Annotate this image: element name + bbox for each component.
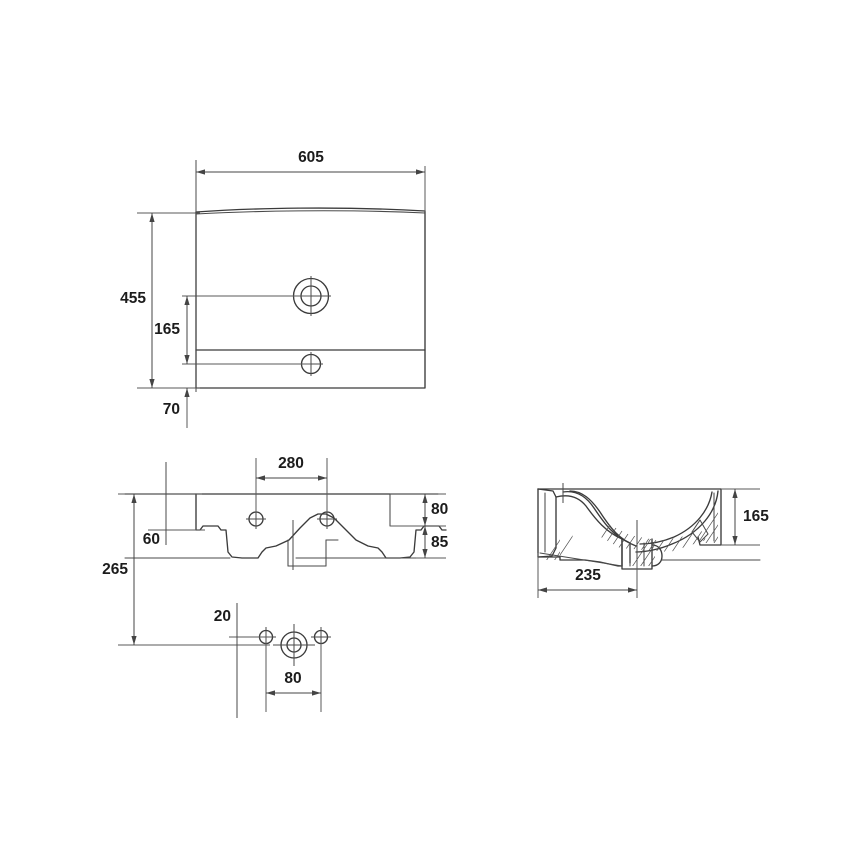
dimension-265: 265 [102,493,270,646]
front-view-profile [195,493,447,559]
dimension-605: 605 [195,149,426,214]
section-bowl-right-inner [639,491,713,545]
dimension-label-80-lower: 80 [284,670,301,687]
dimension-80-lower: 80 [265,643,322,712]
dimension-label-165-top: 165 [154,321,180,338]
dimension-label-85: 85 [431,534,449,551]
dimension-label-60: 60 [143,531,160,548]
dimension-label-235: 235 [575,567,601,584]
dimension-80-rim: 80 [390,493,448,527]
section-left-wall [537,488,586,561]
section-right-gusset [691,519,709,543]
dimension-85: 85 [416,526,449,559]
dimension-label-280: 280 [278,455,304,472]
dimension-label-80-rim: 80 [431,501,448,518]
dimension-235: 235 [537,553,638,598]
front-view-fixing-hole-right [317,509,337,529]
dimension-label-455: 455 [120,290,146,307]
dimension-label-165-section: 165 [743,508,769,525]
dimension-165-top: 165 [154,295,311,365]
section-hatching [540,489,718,566]
section-view-group: 165 235 [537,483,769,598]
section-left-inner [537,488,557,558]
dimension-455: 455 [120,212,200,389]
section-bowl-right [635,490,719,553]
dimension-70: 70 [163,388,190,428]
dimension-label-265: 265 [102,561,128,578]
dimension-label-20: 20 [214,608,231,625]
section-bowl-left [555,495,623,567]
section-bottom-slant [539,552,623,567]
dimension-165-section: 165 [721,488,769,546]
section-bowl-left-inner [562,490,631,564]
front-view-waste-pocket [287,539,339,567]
top-view-group: 605 455 165 70 [120,149,426,428]
dimension-label-70: 70 [163,401,180,418]
dimension-280: 280 [255,455,328,512]
dimension-label-605: 605 [298,149,324,166]
section-bowl-left-inner2 [569,490,637,547]
front-view-group: 280 80 85 60 [102,455,449,718]
